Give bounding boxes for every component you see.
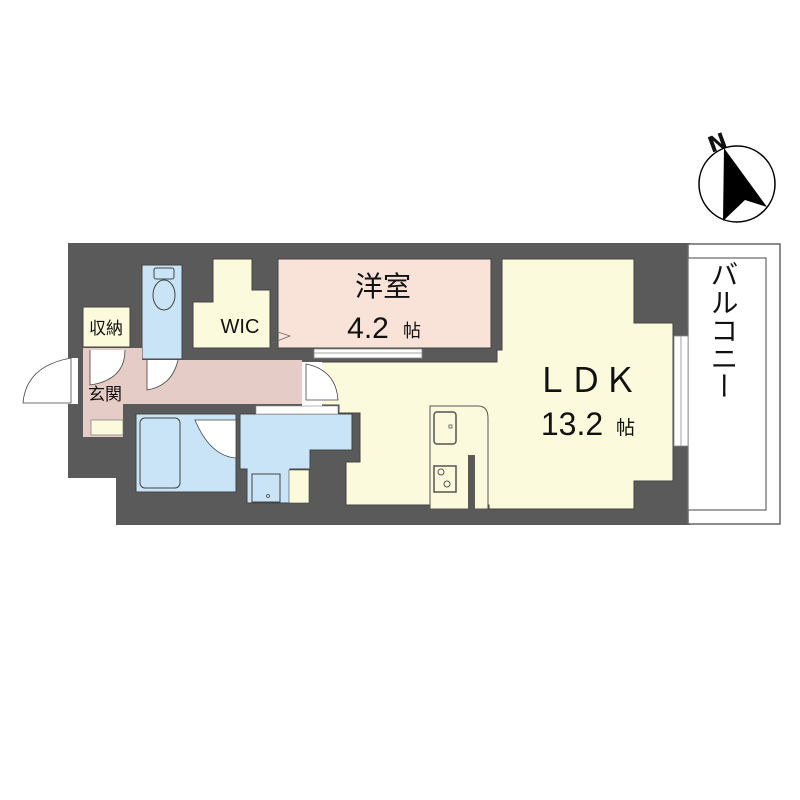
north-arrow-icon [723, 148, 767, 221]
toilet-bowl-icon [152, 279, 176, 311]
entrance-door [22, 357, 72, 404]
hallway [142, 359, 339, 406]
room-wic: WIC [192, 258, 292, 349]
svg-text:帖: 帖 [403, 321, 421, 342]
western-room-sliding-door [313, 348, 423, 359]
room-bath [135, 413, 237, 493]
svg-text:4.2: 4.2 [347, 312, 389, 345]
svg-text:バルコニー: バルコニー [707, 260, 740, 400]
room-toilet [141, 264, 183, 360]
svg-text:帖: 帖 [616, 417, 635, 439]
sink-icon [433, 411, 457, 445]
ldk-window [673, 335, 689, 447]
room-storage: 収納 [82, 306, 131, 348]
washing-machine-icon [251, 473, 281, 503]
western-room-size: 4.2 帖 [347, 312, 421, 345]
room-washroom [239, 405, 353, 504]
western-room-name: 洋室 [355, 270, 411, 303]
room-ldk: ＬＤＫ 13.2 帖 [319, 258, 689, 510]
svg-text:13.2: 13.2 [541, 406, 603, 442]
entrance-label: 玄関 [88, 385, 122, 405]
bathtub-icon [139, 417, 181, 489]
ldk-size: 13.2 帖 [541, 406, 635, 442]
room-entrance: 玄関 [22, 348, 142, 437]
wic-label: WIC [221, 316, 260, 338]
toilet-tank-icon [153, 267, 175, 280]
balcony-label: バルコニー [707, 260, 740, 400]
storage-label: 収納 [89, 319, 123, 339]
ldk-name: ＬＤＫ [535, 362, 637, 400]
room-western: 洋室 4.2 帖 [277, 258, 492, 359]
compass: N [698, 129, 776, 223]
kitchen-counter [429, 405, 489, 510]
balcony: バルコニー [687, 243, 781, 525]
stove-icon [433, 465, 457, 493]
